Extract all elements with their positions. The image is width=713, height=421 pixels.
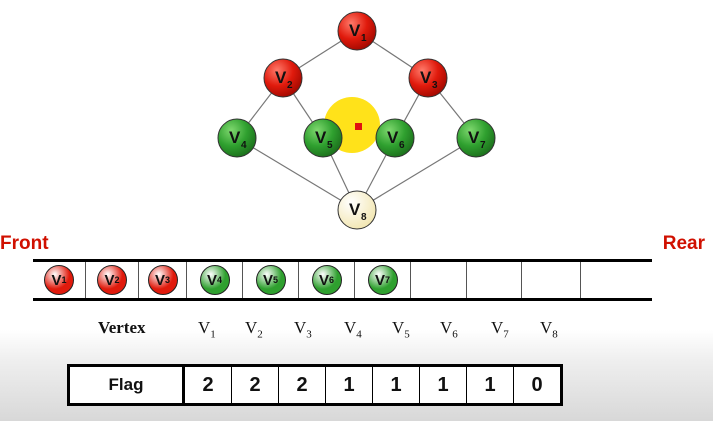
queue-cell (580, 262, 652, 298)
flag-value: 0 (513, 365, 562, 405)
flag-value: 2 (278, 365, 326, 405)
flag-value: 2 (183, 365, 232, 405)
vertex-label: V4 (344, 318, 362, 341)
vertex-label: V3 (294, 318, 312, 341)
svg-text:V: V (387, 128, 399, 147)
svg-text:V: V (349, 21, 361, 40)
svg-text:8: 8 (361, 212, 367, 223)
svg-text:5: 5 (327, 140, 333, 151)
vertex-label: V7 (491, 318, 509, 341)
vertex-label: V2 (245, 318, 263, 341)
cursor-dot (355, 123, 362, 130)
flag-value: 1 (325, 365, 373, 405)
vertex-label: V1 (198, 318, 216, 341)
svg-text:V: V (420, 68, 432, 87)
rear-label: Rear (662, 233, 705, 254)
vertex-row: Vertex V1 V2 V3 V4 V5 V6 V7 V8 (0, 318, 713, 342)
flag-value: 1 (466, 365, 514, 405)
svg-text:V: V (229, 128, 241, 147)
svg-text:2: 2 (287, 80, 293, 91)
vertex-label: V8 (540, 318, 558, 341)
edge-v7-v8 (356, 137, 477, 211)
svg-text:4: 4 (241, 140, 247, 151)
queue-cell (521, 262, 580, 298)
svg-text:3: 3 (432, 80, 438, 91)
svg-text:1: 1 (361, 33, 367, 44)
svg-text:V: V (349, 200, 361, 219)
svg-text:V: V (315, 128, 327, 147)
flag-value: 1 (372, 365, 420, 405)
vertex-label: V6 (440, 318, 458, 341)
svg-text:7: 7 (480, 140, 486, 151)
front-label: Front (0, 233, 49, 254)
vertex-header: Vertex (98, 318, 146, 337)
flag-header: Flag (68, 365, 185, 405)
vertex-label: V5 (392, 318, 410, 341)
queue-cell (466, 262, 521, 298)
svg-text:6: 6 (399, 140, 405, 151)
svg-text:V: V (468, 128, 480, 147)
queue-cell (410, 262, 466, 298)
svg-text:V: V (275, 68, 287, 87)
flag-value: 1 (419, 365, 467, 405)
flag-value: 2 (231, 365, 279, 405)
edge-v4-v8 (236, 137, 358, 211)
